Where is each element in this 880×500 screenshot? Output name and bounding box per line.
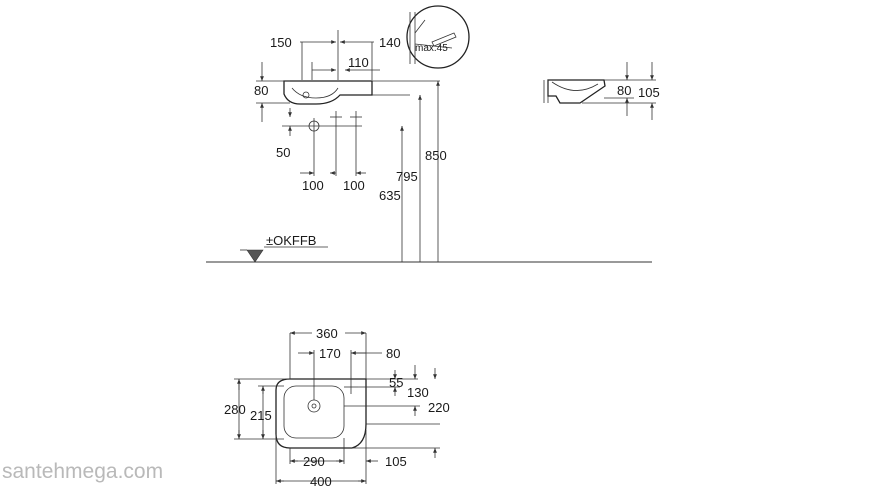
dim-top-290: 290 bbox=[303, 454, 325, 469]
screw-angle-label: max.45 bbox=[415, 43, 448, 54]
front-view: 150 140 110 80 50 100 100 bbox=[206, 5, 652, 263]
floor-level-label: ±OKFFB bbox=[266, 233, 316, 248]
floor-level-symbol: ±OKFFB bbox=[240, 233, 328, 263]
dim-top-105: 105 bbox=[385, 454, 407, 469]
dim-front-100-b: 100 bbox=[343, 178, 365, 193]
drain-circle bbox=[302, 91, 310, 99]
dim-top-360: 360 bbox=[316, 326, 338, 341]
supply-point-right bbox=[350, 111, 362, 176]
side-view: 80 105 bbox=[543, 62, 660, 120]
dim-side-80: 80 bbox=[617, 83, 631, 98]
watermark-text: santehmega.com bbox=[2, 460, 163, 483]
dim-top-400: 400 bbox=[310, 474, 332, 489]
dim-side-105: 105 bbox=[638, 85, 660, 100]
dim-top-220: 220 bbox=[428, 400, 450, 415]
dim-front-150: 150 bbox=[270, 35, 292, 50]
dim-front-795: 795 bbox=[396, 169, 418, 184]
dim-top-80: 80 bbox=[386, 346, 400, 361]
dim-top-55: 55 bbox=[389, 375, 403, 390]
dim-front-50: 50 bbox=[276, 145, 290, 160]
basin-front-inner bbox=[291, 87, 339, 99]
tap-hole-mark bbox=[344, 380, 358, 394]
dim-top-280: 280 bbox=[224, 402, 246, 417]
top-view: 360 170 80 55 130 220 280 215 bbox=[224, 326, 450, 489]
basin-side-outline bbox=[547, 79, 606, 104]
dim-top-215: 215 bbox=[250, 408, 272, 423]
dim-front-635: 635 bbox=[379, 188, 401, 203]
dim-front-140: 140 bbox=[379, 35, 401, 50]
dim-front-100-a: 100 bbox=[302, 178, 324, 193]
dim-top-170: 170 bbox=[319, 346, 341, 361]
dim-front-80: 80 bbox=[254, 83, 268, 98]
dim-top-130: 130 bbox=[407, 385, 429, 400]
supply-point-left bbox=[330, 111, 342, 176]
dim-front-110: 110 bbox=[348, 55, 369, 70]
screw-detail: max.45 bbox=[406, 5, 470, 69]
basin-top-outline bbox=[275, 378, 367, 449]
dim-front-850: 850 bbox=[425, 148, 447, 163]
drain-top bbox=[307, 399, 321, 413]
basin-front-outline bbox=[283, 80, 373, 105]
